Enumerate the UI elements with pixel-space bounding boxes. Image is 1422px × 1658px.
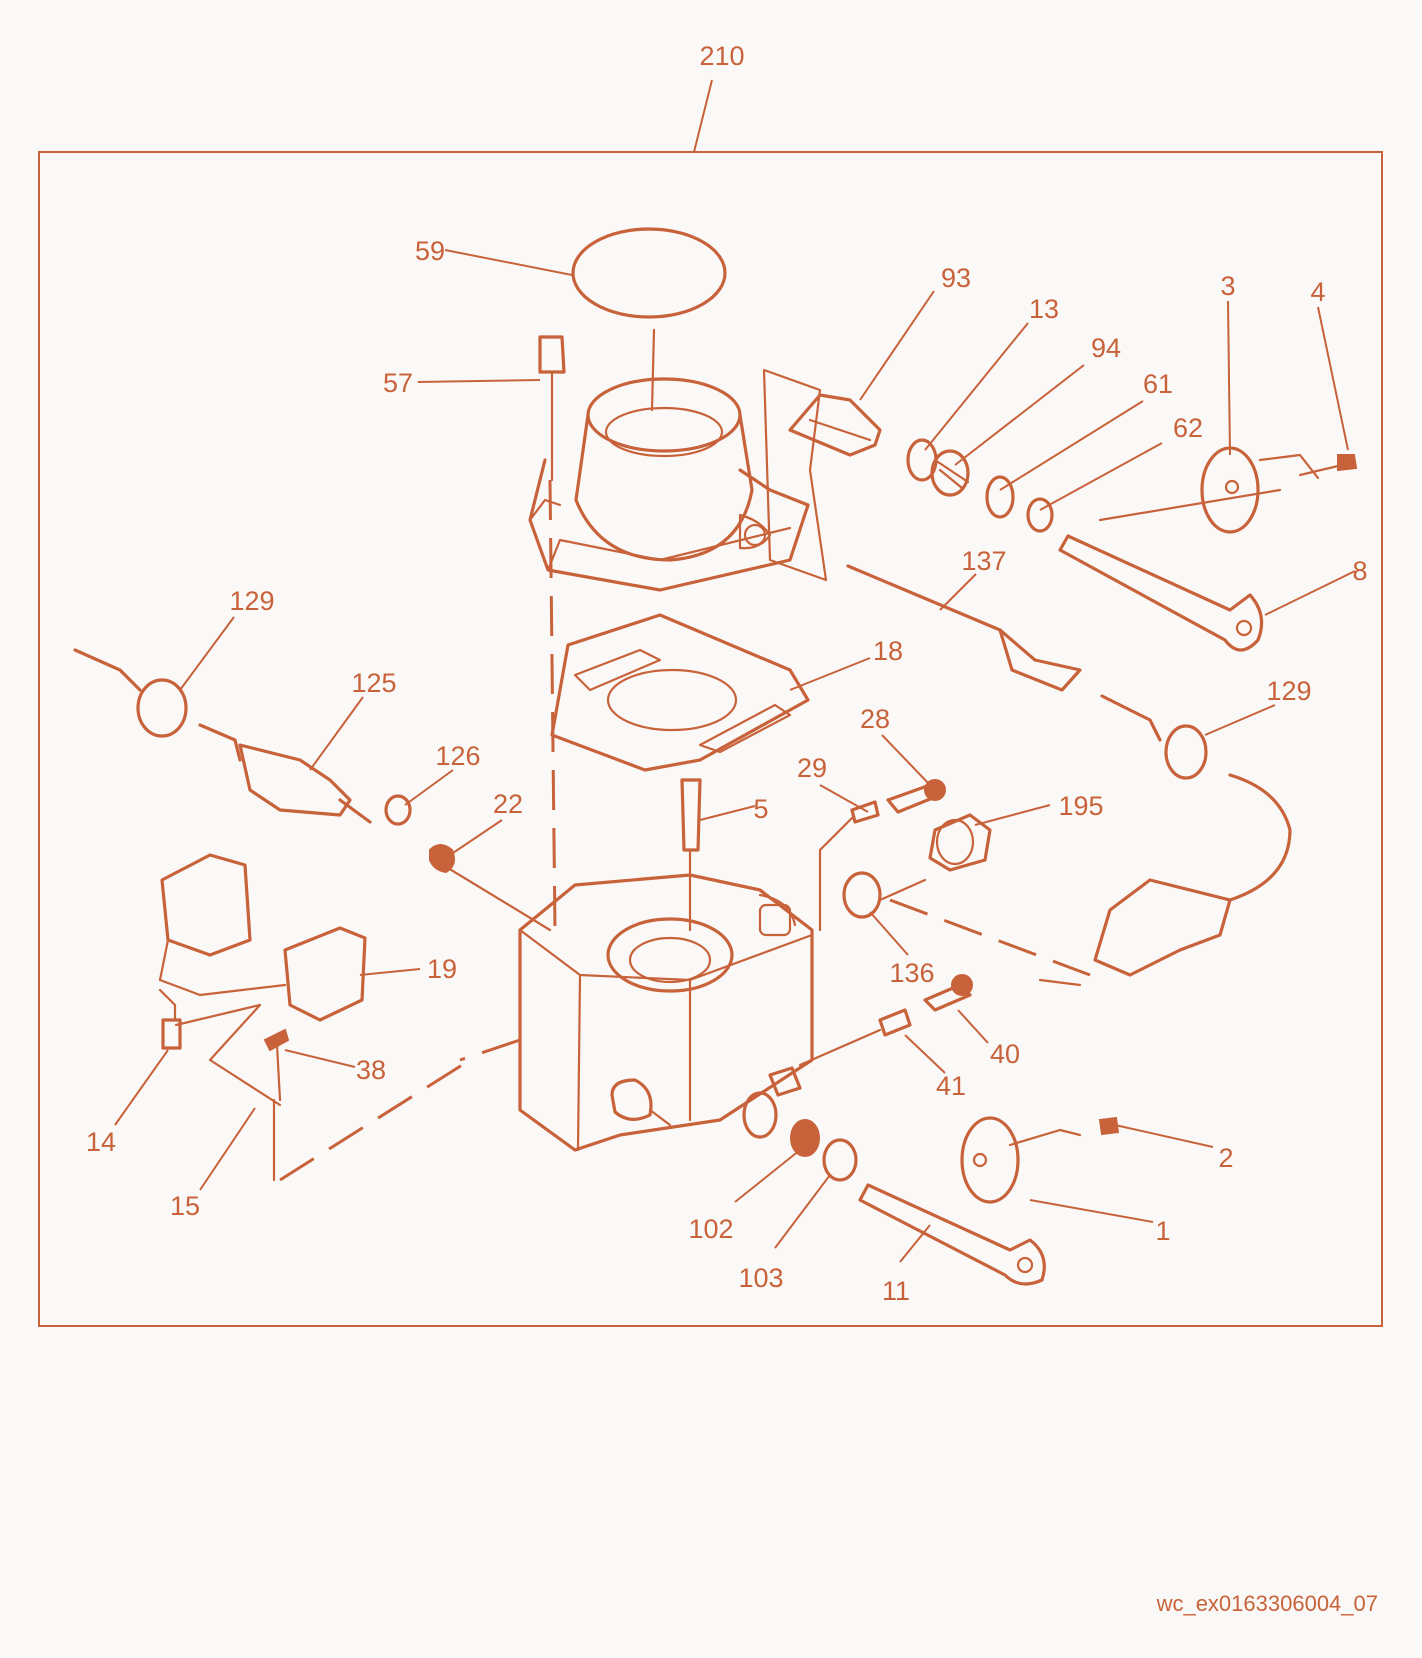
- callout-14: 14: [86, 1127, 116, 1157]
- callout-102: 102: [688, 1214, 733, 1244]
- gasket-18: [550, 613, 810, 772]
- callout-3: 3: [1220, 271, 1235, 301]
- callout-labels: 210 59 57 93 13 94 61 62 3 4 8 137 129 1…: [86, 41, 1368, 1306]
- assembly-frame: [38, 151, 1383, 1327]
- callout-28: 28: [860, 704, 890, 734]
- callout-136: 136: [889, 958, 934, 988]
- callout-62: 62: [1173, 413, 1203, 443]
- upper-right-shaft-parts: [788, 393, 1358, 652]
- callout-126: 126: [435, 741, 480, 771]
- callout-137: 137: [961, 546, 1006, 576]
- right-small-parts: [768, 779, 992, 1097]
- callout-195: 195: [1058, 791, 1103, 821]
- callout-210: 210: [699, 41, 744, 71]
- callout-125: 125: [351, 668, 396, 698]
- callout-1: 1: [1155, 1216, 1170, 1246]
- callout-8: 8: [1352, 556, 1367, 586]
- callout-15: 15: [170, 1191, 200, 1221]
- cable-assembly-137: [846, 564, 1292, 987]
- callout-11: 11: [882, 1276, 910, 1306]
- callout-13: 13: [1029, 294, 1059, 324]
- reference-code: wc_ex0163306004_07: [1156, 1591, 1378, 1616]
- callout-38: 38: [356, 1055, 386, 1085]
- callout-93: 93: [941, 263, 971, 293]
- switch-assembly-125: [73, 648, 552, 932]
- callout-94: 94: [1091, 333, 1121, 363]
- lower-right-shaft-parts: [742, 1091, 1120, 1286]
- callout-5: 5: [753, 794, 768, 824]
- o-ring-59: [571, 227, 727, 319]
- callout-129-right: 129: [1266, 676, 1311, 706]
- callout-129-left: 129: [229, 586, 274, 616]
- leader-210: [693, 79, 713, 153]
- callout-61: 61: [1143, 369, 1173, 399]
- callout-19: 19: [427, 954, 457, 984]
- callout-18: 18: [873, 636, 903, 666]
- callout-29: 29: [797, 753, 827, 783]
- callout-40: 40: [990, 1039, 1020, 1069]
- leader-lines: [114, 249, 1356, 1263]
- callout-2: 2: [1218, 1143, 1233, 1173]
- callout-22: 22: [493, 789, 523, 819]
- callout-41: 41: [936, 1071, 966, 1101]
- callout-59: 59: [415, 236, 445, 266]
- callout-4: 4: [1310, 277, 1325, 307]
- upper-housing: [528, 227, 828, 931]
- callout-57: 57: [383, 368, 413, 398]
- switch-block-19: [158, 853, 471, 1182]
- callout-103: 103: [738, 1263, 783, 1293]
